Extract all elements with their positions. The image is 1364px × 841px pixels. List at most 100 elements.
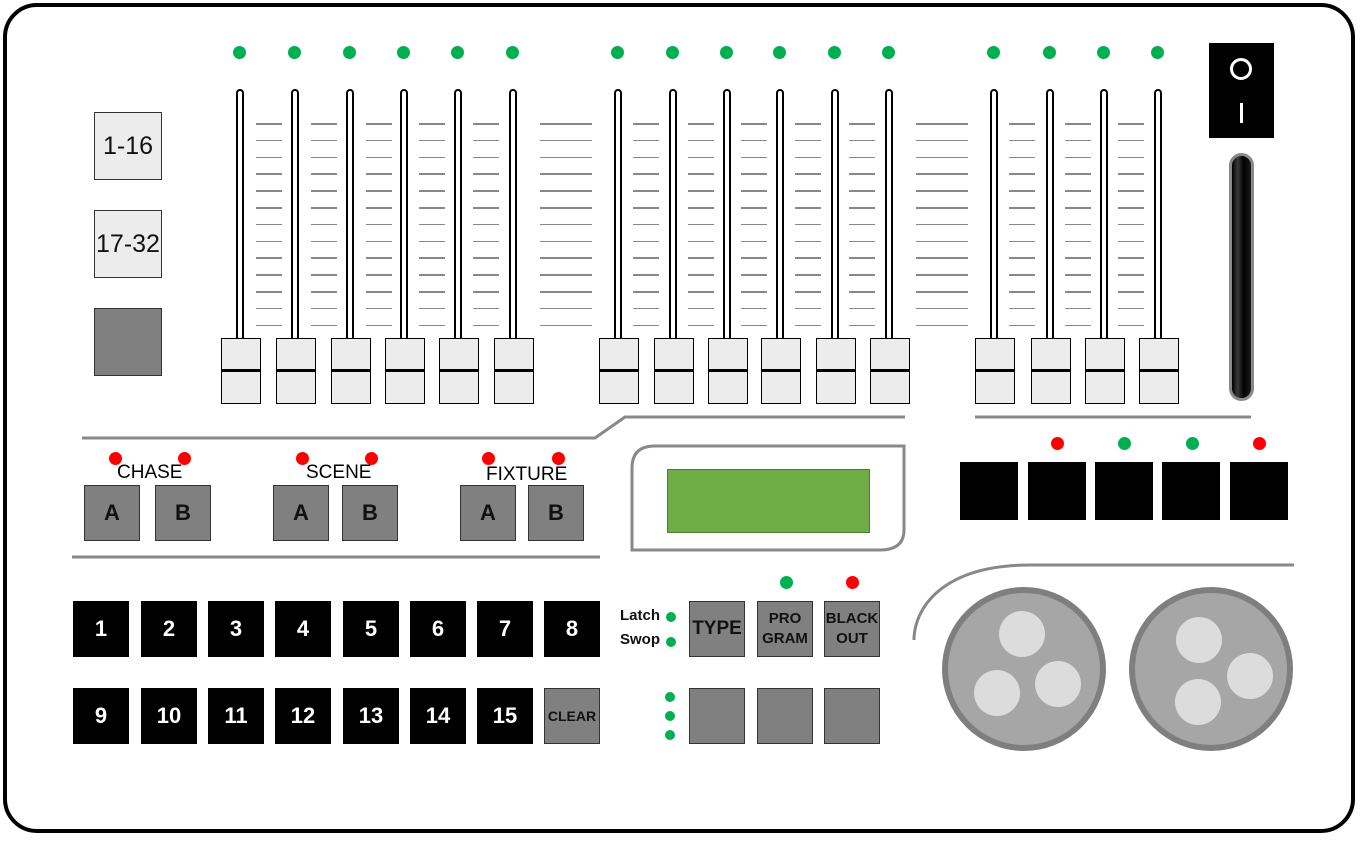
number-button-7[interactable]: 7 [477, 601, 533, 657]
number-button-6[interactable]: 6 [410, 601, 466, 657]
fader-knob-15[interactable] [1085, 338, 1125, 404]
fader-scale-line [916, 307, 968, 310]
fader-knob-3[interactable] [331, 338, 371, 404]
fixture-a-button[interactable]: A [460, 485, 516, 541]
square-button-5[interactable] [1230, 462, 1288, 520]
number-button-9[interactable]: 9 [73, 688, 129, 744]
square-button-4[interactable] [1162, 462, 1220, 520]
fader-knob-1[interactable] [221, 338, 261, 404]
clear-button[interactable]: CLEAR [544, 688, 600, 744]
fader-scale-tick [849, 240, 875, 243]
fader-scale-line [916, 223, 968, 226]
number-button-13[interactable]: 13 [343, 688, 399, 744]
fader-knob-13[interactable] [975, 338, 1015, 404]
fader-scale-tick [473, 207, 499, 209]
fader-scale-line [916, 207, 968, 209]
fader-knob-12[interactable] [870, 338, 910, 404]
fader-scale-tick [633, 173, 659, 175]
number-button-5[interactable]: 5 [343, 601, 399, 657]
fader-scale-tick [741, 257, 767, 259]
scene-a-button[interactable]: A [273, 485, 329, 541]
fader-scale-line [916, 173, 968, 175]
function-button-1[interactable] [689, 688, 745, 744]
fader-scale-tick [1065, 324, 1091, 327]
square-button-2[interactable] [1028, 462, 1086, 520]
number-button-11[interactable]: 11 [208, 688, 264, 744]
fixture-b-button[interactable]: B [528, 485, 584, 541]
bank-17-32-button[interactable]: 17-32 [94, 210, 162, 278]
fader-scale-tick [795, 324, 821, 327]
fader-knob-2[interactable] [276, 338, 316, 404]
fader-scale-tick [741, 207, 767, 209]
fader-scale-tick [473, 274, 499, 276]
scene-a-led [296, 452, 309, 465]
number-button-10[interactable]: 10 [141, 688, 197, 744]
function-button-3[interactable] [824, 688, 880, 744]
fader-scale-tick [1118, 274, 1144, 276]
fader-led-2 [288, 46, 301, 59]
fader-scale-tick [311, 156, 337, 159]
chase-b-button[interactable]: B [155, 485, 211, 541]
tilt-wheel[interactable] [1127, 585, 1297, 755]
master-fader[interactable] [1229, 153, 1254, 401]
fader-scale-tick [473, 291, 499, 293]
fader-knob-7[interactable] [599, 338, 639, 404]
scene-b-button[interactable]: B [342, 485, 398, 541]
fader-scale-tick [1118, 139, 1144, 142]
chase-a-led [109, 452, 122, 465]
fader-scale-tick [256, 123, 282, 125]
bank-blank-button[interactable] [94, 308, 162, 376]
fader-scale-tick [256, 307, 282, 310]
fader-scale-line [540, 173, 592, 175]
fader-knob-10[interactable] [761, 338, 801, 404]
fader-scale-tick [688, 307, 714, 310]
number-button-14[interactable]: 14 [410, 688, 466, 744]
fader-knob-16[interactable] [1139, 338, 1179, 404]
scene-label: SCENE [306, 462, 372, 483]
fader-scale-tick [366, 240, 392, 243]
square-button-1[interactable] [960, 462, 1018, 520]
fader-scale-tick [795, 291, 821, 293]
fader-scale-tick [633, 307, 659, 310]
fader-knob-14[interactable] [1031, 338, 1071, 404]
fader-knob-6[interactable] [494, 338, 534, 404]
number-button-8[interactable]: 8 [544, 601, 600, 657]
fader-track-4 [400, 89, 408, 341]
fader-scale-tick [849, 207, 875, 209]
fader-knob-9[interactable] [708, 338, 748, 404]
number-button-15[interactable]: 15 [477, 688, 533, 744]
fader-track-2 [291, 89, 299, 341]
fader-scale-tick [473, 123, 499, 125]
fader-track-11 [831, 89, 839, 341]
fader-knob-5[interactable] [439, 338, 479, 404]
chase-a-button[interactable]: A [84, 485, 140, 541]
fader-knob-11[interactable] [816, 338, 856, 404]
fader-track-7 [614, 89, 622, 341]
square-5-led [1253, 437, 1266, 450]
fader-knob-8[interactable] [654, 338, 694, 404]
square-button-3[interactable] [1095, 462, 1153, 520]
type-button[interactable]: TYPE [689, 601, 745, 657]
fader-scale-tick [256, 173, 282, 175]
fader-scale-tick [688, 257, 714, 259]
number-button-3[interactable]: 3 [208, 601, 264, 657]
square-3-led [1118, 437, 1131, 450]
power-switch[interactable] [1209, 43, 1274, 138]
number-button-2[interactable]: 2 [141, 601, 197, 657]
number-button-12[interactable]: 12 [275, 688, 331, 744]
number-button-4[interactable]: 4 [275, 601, 331, 657]
pan-wheel[interactable] [940, 585, 1110, 755]
scene-b-led [365, 452, 378, 465]
number-button-1[interactable]: 1 [73, 601, 129, 657]
function-button-2[interactable] [757, 688, 813, 744]
program-led [780, 576, 793, 589]
fader-scale-tick [741, 173, 767, 175]
fader-scale-tick [1118, 156, 1144, 159]
bank-1-16-button[interactable]: 1-16 [94, 112, 162, 180]
fader-track-16 [1154, 89, 1162, 341]
fader-knob-4[interactable] [385, 338, 425, 404]
fader-scale-tick [419, 139, 445, 142]
fader-scale-tick [1009, 190, 1035, 192]
